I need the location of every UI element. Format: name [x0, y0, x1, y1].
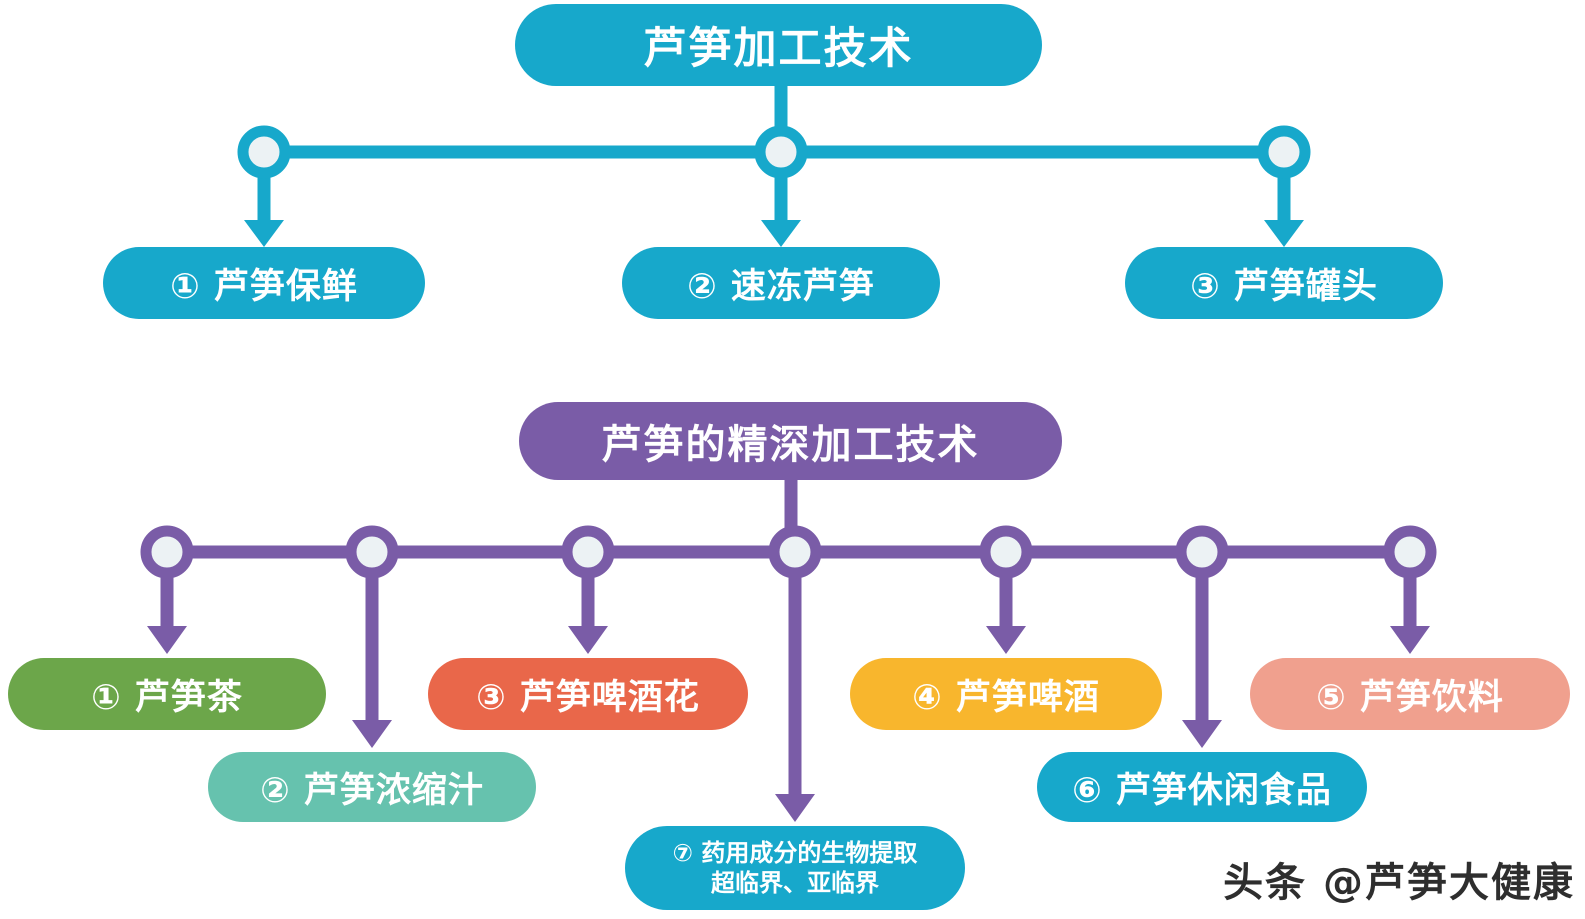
node-fresh-keeping: ① 芦笋保鲜	[103, 247, 425, 319]
node-bio-extraction: ⑦ 药用成分的生物提取 超临界、亚临界	[625, 826, 965, 910]
node-processing-tech-root: 芦笋加工技术	[515, 4, 1042, 86]
teal-tree-connectors	[237, 86, 1311, 247]
bio-extraction-line1: ⑦ 药用成分的生物提取	[672, 839, 918, 867]
node-deep-processing-root: 芦笋的精深加工技术	[519, 402, 1062, 480]
node-beer: ④ 芦笋啤酒	[850, 658, 1162, 730]
node-beer-hops: ③ 芦笋啤酒花	[428, 658, 748, 730]
bio-extraction-line2: 超临界、亚临界	[711, 869, 879, 897]
node-beverage: ⑤ 芦笋饮料	[1250, 658, 1570, 730]
watermark-toutiao: 头条 @芦笋大健康	[1223, 860, 1575, 906]
node-quick-frozen: ② 速冻芦笋	[622, 247, 940, 319]
node-concentrated-juice: ② 芦笋浓缩汁	[208, 752, 536, 822]
node-snack-food: ⑥ 芦笋休闲食品	[1037, 752, 1367, 822]
node-tea: ① 芦笋茶	[8, 658, 326, 730]
node-canned: ③ 芦笋罐头	[1125, 247, 1443, 319]
